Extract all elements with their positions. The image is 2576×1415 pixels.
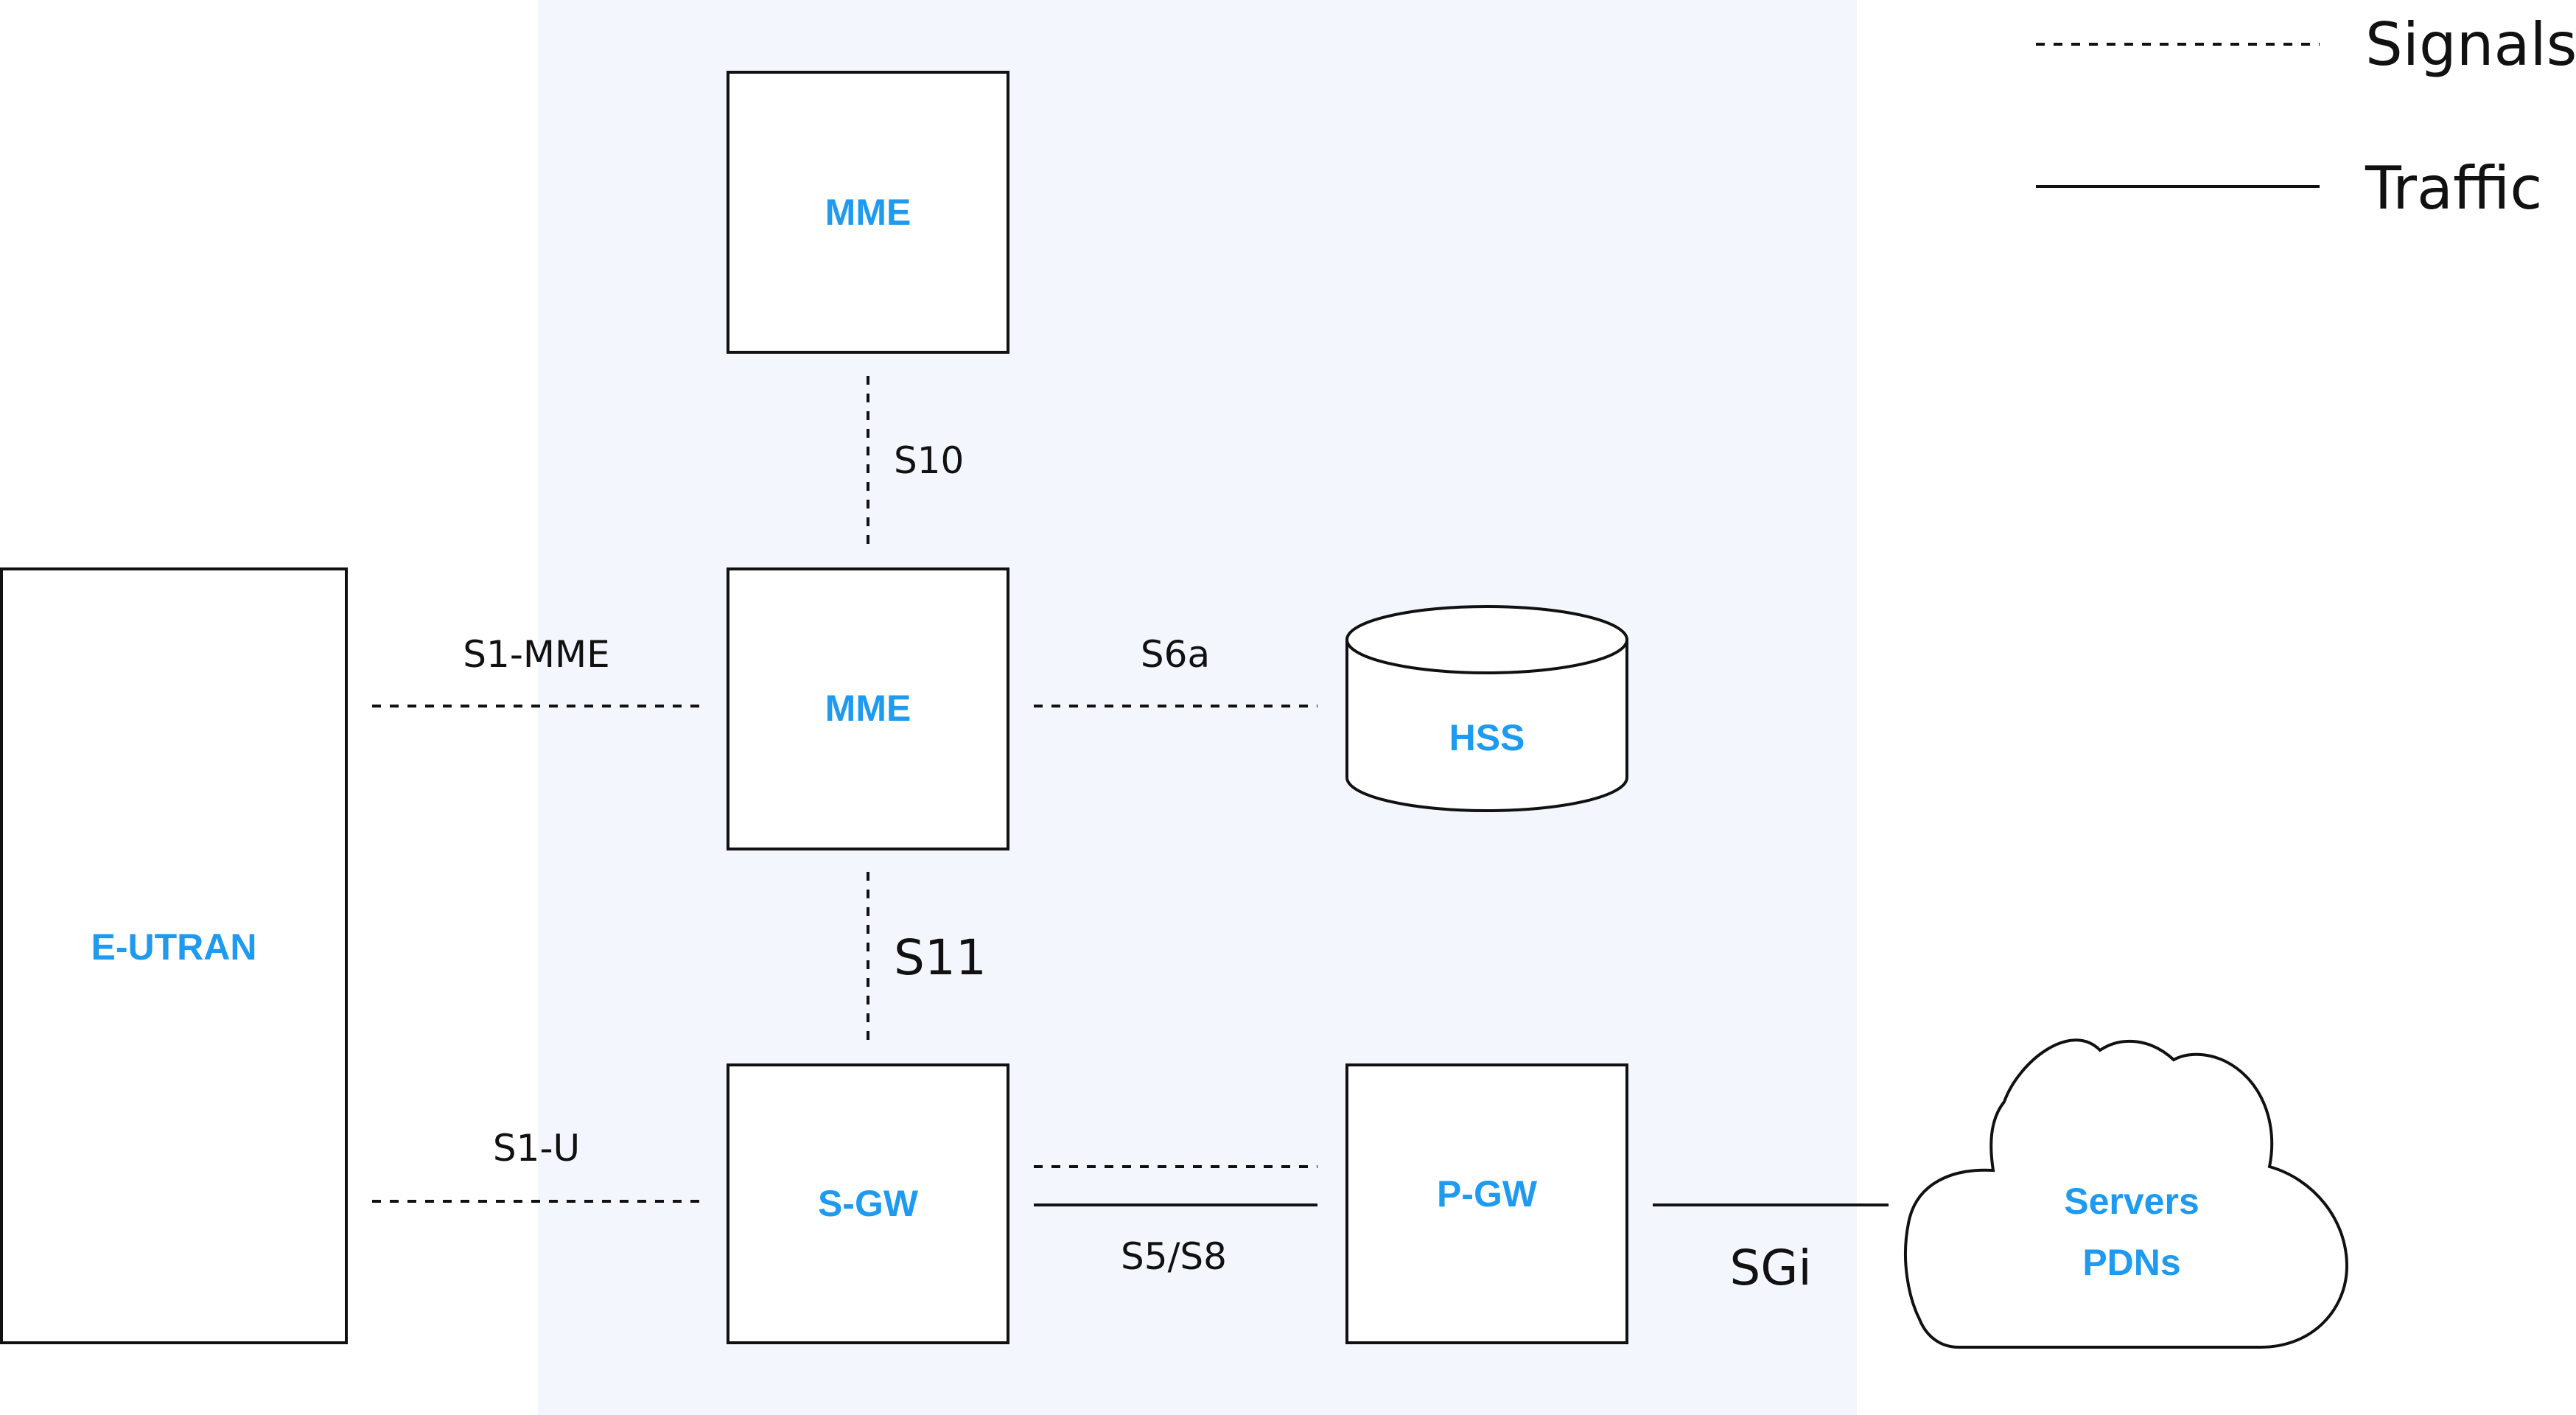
sgw-box bbox=[727, 1063, 1009, 1344]
eutran-box bbox=[0, 567, 348, 1344]
servers-label: Servers bbox=[2064, 1181, 2199, 1222]
s1-u-label: S1-U bbox=[493, 1127, 580, 1170]
mme-top-label: MME bbox=[825, 192, 911, 233]
mme-main-box bbox=[727, 567, 1009, 850]
mme-main-label: MME bbox=[825, 688, 911, 729]
pgw-box bbox=[1345, 1063, 1628, 1344]
s6a-label: S6a bbox=[1141, 633, 1210, 676]
hss-label: HSS bbox=[1449, 717, 1525, 758]
s10-label: S10 bbox=[894, 439, 964, 482]
pgw-label: P-GW bbox=[1437, 1173, 1538, 1215]
database-cylinder-icon bbox=[1345, 605, 1628, 812]
legend-traffic-label: Traffic bbox=[2365, 154, 2542, 223]
legend-signals-label: Signals bbox=[2365, 10, 2576, 79]
sgi-label: SGi bbox=[1729, 1240, 1811, 1296]
eutran-label: E-UTRAN bbox=[91, 926, 257, 968]
cloud-icon bbox=[1904, 1038, 2349, 1349]
s1-mme-label: S1-MME bbox=[463, 633, 609, 676]
mme-top-box bbox=[727, 71, 1009, 354]
s11-label: S11 bbox=[894, 929, 987, 986]
s5-s8-label: S5/S8 bbox=[1121, 1235, 1227, 1278]
sgw-label: S-GW bbox=[818, 1183, 919, 1224]
pdns-label: PDNs bbox=[2082, 1242, 2180, 1283]
legend: Signals Traffic bbox=[2036, 10, 2576, 223]
